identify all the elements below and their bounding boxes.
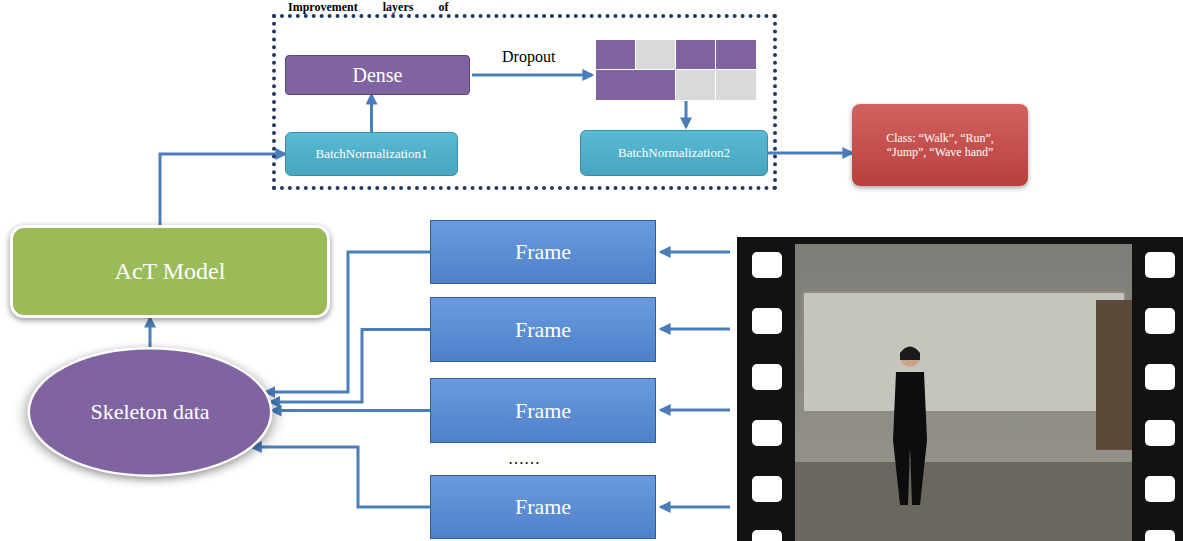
sprocket-hole	[752, 420, 782, 446]
person-body	[893, 372, 927, 505]
grid-cell	[676, 70, 715, 100]
dense-layer: Dense	[285, 55, 470, 95]
sprocket-hole	[1145, 252, 1175, 278]
normalization-layer: BatchNormalization2	[580, 130, 768, 176]
flow-arrow	[160, 154, 285, 225]
frame-box: Frame	[430, 378, 656, 443]
flow-arrow	[271, 330, 430, 403]
flow-arrow	[661, 409, 730, 412]
grid-cell	[596, 40, 635, 69]
frame-box: Frame	[430, 475, 656, 539]
film-base	[737, 237, 1183, 541]
flow-arrow	[768, 152, 852, 155]
grid-cell	[716, 40, 756, 69]
flow-arrow	[252, 447, 430, 507]
grid-cell	[676, 40, 715, 69]
video-film-strip	[737, 237, 1183, 541]
data-label: Skeleton data	[90, 399, 209, 424]
person-hair	[900, 347, 920, 361]
frame-label: Frame	[515, 398, 571, 424]
layer-name: BatchNormalization2	[618, 145, 730, 161]
frame-label: Frame	[515, 494, 571, 520]
grid-cell	[716, 70, 756, 100]
floor	[795, 462, 1132, 541]
layer-name: BatchNormalization1	[316, 146, 428, 162]
sprocket-hole	[1145, 476, 1175, 502]
operation-label: Dropout	[502, 48, 555, 66]
sprocket-hole	[1145, 308, 1175, 334]
class-list: Class: “Walk”, “Run”, “Jump”, “Wave hand…	[865, 131, 1015, 160]
sprocket-hole	[752, 364, 782, 390]
whiteboard	[803, 292, 1125, 412]
grid-cell	[596, 70, 675, 100]
flow-arrow	[370, 95, 373, 132]
frame-label: Frame	[515, 317, 571, 343]
flow-arrow	[472, 74, 592, 77]
person-head	[900, 347, 920, 367]
flow-arrow	[661, 506, 730, 509]
sprocket-hole	[752, 530, 782, 541]
flow-arrow	[685, 101, 688, 127]
frame-box: Frame	[430, 220, 656, 284]
flow-arrow	[149, 318, 152, 348]
flow-arrow	[661, 251, 730, 254]
sprocket-hole	[752, 308, 782, 334]
ellipse-shape	[29, 348, 272, 475]
sprocket-hole	[1145, 420, 1175, 446]
output-class: Class: “Walk”, “Run”, “Jump”, “Wave hand…	[852, 104, 1028, 186]
model-box: AcT Model	[10, 225, 330, 318]
sprocket-hole	[1145, 530, 1175, 541]
model-name: AcT Model	[115, 258, 226, 285]
frame-box: Frame	[430, 297, 656, 362]
grid-cell	[636, 40, 675, 69]
flow-arrow	[661, 328, 730, 331]
group-heading: Improvement layers of	[288, 0, 448, 14]
layer-name: Dense	[353, 64, 403, 87]
sprocket-hole	[752, 252, 782, 278]
video-frame	[795, 244, 1132, 541]
flow-arrow	[272, 409, 430, 412]
frame-label: Frame	[515, 239, 571, 265]
layer-group: Improvement layers of DenseBatchNormaliza…	[272, 0, 777, 190]
sprocket-hole	[1145, 364, 1175, 390]
ellipsis-label: ……	[508, 450, 540, 468]
shelf	[1096, 300, 1132, 450]
sprocket-hole	[752, 476, 782, 502]
normalization-layer: BatchNormalization1	[285, 132, 458, 176]
data-ellipse: Skeleton data	[25, 345, 275, 479]
dropout-grid	[596, 40, 756, 100]
